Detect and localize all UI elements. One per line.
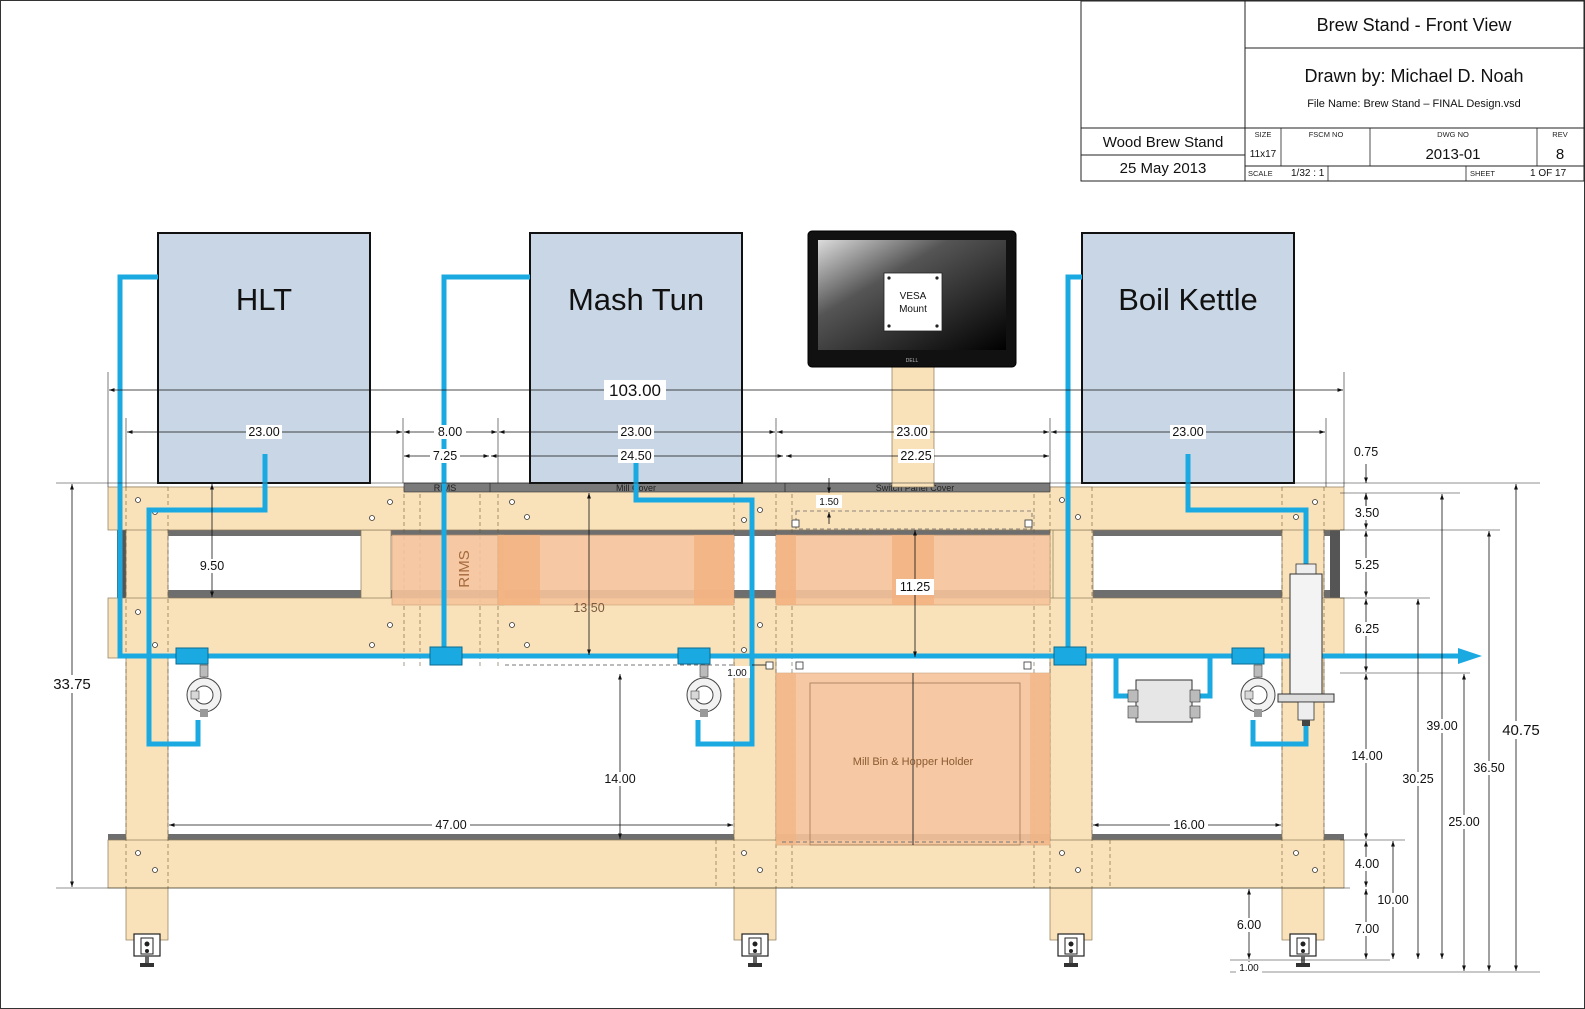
drawn-by: Drawn by: Michael D. Noah bbox=[1304, 66, 1523, 86]
vesa-label-1: VESA bbox=[900, 291, 927, 302]
dim-panel-height: 11.25 bbox=[900, 580, 930, 594]
drawing-title: Brew Stand - Front View bbox=[1317, 15, 1513, 35]
dim-overall-width: 103.00 bbox=[609, 381, 661, 400]
dim-25-00: 25.00 bbox=[1448, 815, 1479, 829]
dim-switch-inner: 22.25 bbox=[900, 449, 931, 463]
mash-tun-vessel bbox=[529, 232, 743, 484]
dwg-value: 2013-01 bbox=[1425, 146, 1480, 163]
monitor-brand: DELL bbox=[906, 358, 919, 364]
dim-right-span: 16.00 bbox=[1173, 818, 1204, 832]
mill-bin-label: Mill Bin & Hopper Holder bbox=[853, 756, 974, 768]
vessels: HLT Mash Tun Boil Kettle bbox=[157, 232, 1295, 484]
dim-hlt-clearance: 9.50 bbox=[200, 559, 224, 573]
title-block: Brew Stand - Front View Drawn by: Michae… bbox=[1080, 0, 1585, 182]
rev-label: REV bbox=[1552, 130, 1567, 139]
plumbing bbox=[117, 274, 1482, 747]
dim-39-00: 39.00 bbox=[1426, 719, 1457, 733]
dim-1-00-mid: 1.00 bbox=[727, 668, 747, 679]
scale-value: 1/32 : 1 bbox=[1291, 168, 1325, 179]
sheet-value: 1 OF 17 bbox=[1530, 168, 1567, 179]
leveling-feet bbox=[133, 933, 1317, 967]
project-name: Wood Brew Stand bbox=[1103, 134, 1224, 151]
inline-tube bbox=[1277, 563, 1335, 726]
dim-30-25: 30.25 bbox=[1402, 772, 1433, 786]
dim-switch-depth: 1.50 bbox=[819, 497, 839, 508]
dim-mash-width: 23.00 bbox=[620, 425, 651, 439]
dim-hlt-width: 23.00 bbox=[248, 425, 279, 439]
dim-switch-width: 23.00 bbox=[896, 425, 927, 439]
dim-36-50: 36.50 bbox=[1473, 761, 1504, 775]
dim-4-00: 4.00 bbox=[1355, 857, 1379, 871]
dim-frame-top: 3.50 bbox=[1355, 506, 1379, 520]
scale-label: SCALE bbox=[1248, 169, 1273, 178]
boil-kettle-label: Boil Kettle bbox=[1118, 282, 1258, 317]
size-value: 11x17 bbox=[1250, 149, 1277, 160]
size-label: SIZE bbox=[1255, 130, 1272, 139]
dim-shelf-clear: 14.00 bbox=[604, 772, 635, 786]
sheet-label: SHEET bbox=[1470, 169, 1495, 178]
hlt-label: HLT bbox=[236, 282, 292, 317]
pumps bbox=[186, 664, 1276, 717]
drawing-date: 25 May 2013 bbox=[1120, 160, 1207, 177]
dim-rims-width: 8.00 bbox=[438, 425, 462, 439]
dwg-label: DWG NO bbox=[1437, 130, 1469, 139]
mash-tun-label: Mash Tun bbox=[568, 282, 704, 317]
dim-rims-inner: 7.25 bbox=[433, 449, 457, 463]
rev-value: 8 bbox=[1556, 146, 1564, 163]
dim-14-right: 14.00 bbox=[1351, 749, 1382, 763]
dim-top-gap: 0.75 bbox=[1354, 445, 1378, 459]
dim-mill-height: 13.50 bbox=[573, 601, 604, 615]
dim-1-00-bottom: 1.00 bbox=[1239, 963, 1259, 974]
boil-kettle-vessel bbox=[1081, 232, 1295, 484]
dim-10-00: 10.00 bbox=[1377, 893, 1408, 907]
dim-kettle-width: 23.00 bbox=[1172, 425, 1203, 439]
dim-lower-span: 47.00 bbox=[435, 818, 466, 832]
hlt-vessel bbox=[157, 232, 371, 484]
dim-6-25: 6.25 bbox=[1355, 622, 1379, 636]
fscm-label: FSCM NO bbox=[1309, 130, 1344, 139]
rims-vertical-label: RIMS bbox=[456, 550, 473, 588]
plate-chiller bbox=[1127, 679, 1201, 723]
dim-mill-width: 24.50 bbox=[620, 449, 651, 463]
dim-7-00: 7.00 bbox=[1355, 922, 1379, 936]
switch-panel-cover-label: Switch Panel Cover bbox=[876, 483, 955, 493]
dim-5-25: 5.25 bbox=[1355, 558, 1379, 572]
dim-left-height: 33.75 bbox=[53, 676, 91, 693]
dimensions: 103.00 23.00 8.00 23.00 23.00 23.00 7.25… bbox=[50, 372, 1542, 974]
monitor: VESA Mount DELL bbox=[807, 230, 1017, 488]
file-name: File Name: Brew Stand – FINAL Design.vsd bbox=[1307, 98, 1521, 110]
vesa-label-2: Mount bbox=[899, 304, 927, 315]
dim-6-00: 6.00 bbox=[1237, 918, 1261, 932]
dim-40-75: 40.75 bbox=[1502, 722, 1540, 739]
component-panels: RIMS Mill Cover Switch Panel Cover RIMS … bbox=[391, 482, 1051, 846]
